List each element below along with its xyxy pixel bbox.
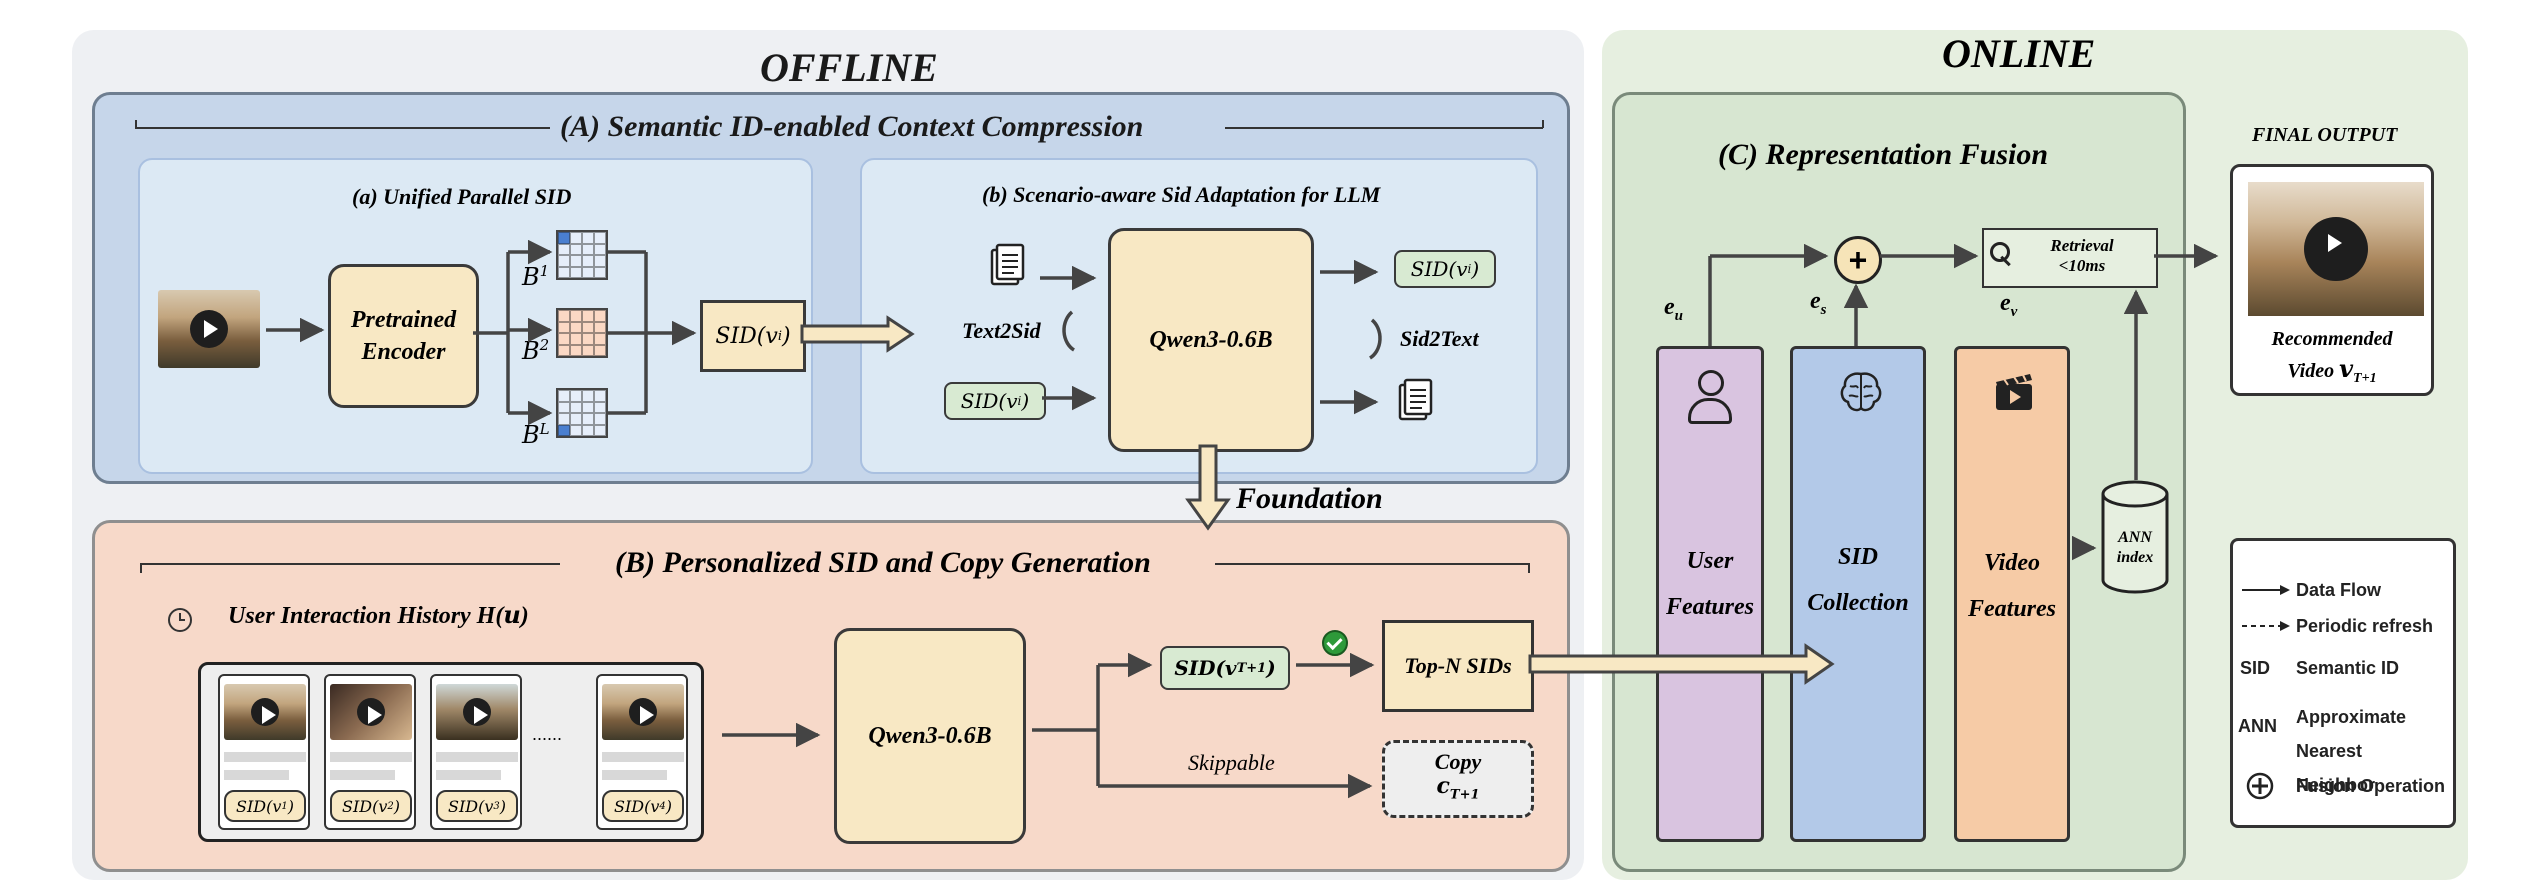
foundation-label: Foundation xyxy=(1236,482,1383,515)
legend-ann-symbol: ANN xyxy=(2238,716,2277,736)
legend-data-flow: Data Flow xyxy=(2296,580,2382,600)
sub-a-title: (a) Unified Parallel SID xyxy=(352,184,572,209)
placeholder-line xyxy=(602,752,684,762)
input-video-thumbnail xyxy=(158,290,260,368)
fusion-plus-icon: + xyxy=(1834,236,1882,284)
video-features-label: Video Features xyxy=(1967,550,2056,622)
legend-periodic-refresh: Periodic refresh xyxy=(2296,616,2434,636)
legend-sid-symbol: SID xyxy=(2240,658,2271,678)
section-a-rule-right xyxy=(1225,127,1543,129)
legend-semantic-id: Semantic ID xyxy=(2296,658,2400,678)
skippable-label: Skippable xyxy=(1188,750,1275,775)
section-b-rule-right-tick xyxy=(1528,563,1530,573)
qwen-model-box-b: Qwen3-0.6B xyxy=(834,628,1026,844)
video-clapper-icon xyxy=(1994,370,2034,412)
pretrained-encoder-box: Pretrained Encoder xyxy=(328,264,479,408)
placeholder-line xyxy=(224,752,306,762)
sub-b-title: (b) Scenario-aware Sid Adaptation for LL… xyxy=(982,182,1381,207)
legend-fusion: Fusion Operation xyxy=(2296,776,2446,796)
ann-index-label: ANN index xyxy=(2116,529,2154,566)
section-a-rule-left xyxy=(135,127,550,129)
history-ellipsis: ...... xyxy=(532,724,563,744)
history-thumbnail-3 xyxy=(436,684,518,740)
sid2text-label: Sid2Text xyxy=(1400,326,1479,351)
brain-icon xyxy=(1838,370,1884,414)
legend-ann: Approximate Nearest Neighbor xyxy=(2296,707,2407,795)
copy-box: Copy cT+1 xyxy=(1382,740,1534,818)
section-b-title: (B) Personalized SID and Copy Generation xyxy=(615,546,1151,579)
placeholder-line xyxy=(330,752,412,762)
placeholder-line xyxy=(436,770,501,780)
play-icon xyxy=(251,698,279,726)
qwen-model-box-a: Qwen3-0.6B xyxy=(1108,228,1314,452)
pretrained-encoder-label: Pretrained Encoder xyxy=(350,307,457,365)
retrieval-box xyxy=(1982,228,2158,288)
codebook-label-2: B2 xyxy=(522,336,550,365)
history-thumbnail-1 xyxy=(224,684,306,740)
section-a-rule-right-tick xyxy=(1542,120,1544,128)
final-output-title: FINAL OUTPUT xyxy=(2252,124,2398,146)
section-a-rule-left-tick xyxy=(135,120,137,128)
placeholder-line xyxy=(602,770,667,780)
codebook-label-1: B1 xyxy=(522,262,550,291)
play-icon xyxy=(357,698,385,726)
user-features-label: User Features xyxy=(1665,548,1754,620)
codebook-grid-2 xyxy=(556,308,608,358)
sid-collection-label: SID Collection xyxy=(1807,544,1909,616)
play-icon xyxy=(2304,217,2368,281)
play-icon xyxy=(190,310,228,348)
legend-symbols xyxy=(2242,585,2290,800)
e-v-label: ev xyxy=(2000,290,2018,320)
ann-index-cylinder xyxy=(2100,480,2170,596)
history-label: User Interaction History H(u) xyxy=(228,600,529,629)
text2sid-label: Text2Sid xyxy=(962,318,1041,343)
online-title: ONLINE xyxy=(1942,31,2096,76)
placeholder-line xyxy=(224,770,289,780)
final-output-caption: Recommended Video vT+1 xyxy=(2271,328,2393,386)
check-icon xyxy=(1322,630,1348,656)
history-thumbnail-4 xyxy=(602,684,684,740)
section-a-title: (A) Semantic ID-enabled Context Compress… xyxy=(560,110,1144,143)
qwen-model-label-b: Qwen3-0.6B xyxy=(868,722,992,749)
topn-sids-box: Top-N SIDs xyxy=(1382,620,1534,712)
video-features-column xyxy=(1954,346,2070,842)
play-icon xyxy=(629,698,657,726)
placeholder-line xyxy=(436,752,518,762)
clock-icon xyxy=(168,608,192,632)
sid-collection-column xyxy=(1790,346,1926,842)
section-b-rule-left xyxy=(140,563,560,565)
history-thumbnail-2 xyxy=(330,684,412,740)
play-icon xyxy=(463,698,491,726)
user-icon xyxy=(1688,370,1732,426)
offline-title: OFFLINE xyxy=(760,45,938,90)
recommended-video-thumbnail xyxy=(2248,182,2424,316)
placeholder-line xyxy=(330,770,395,780)
qwen-model-label-a: Qwen3-0.6B xyxy=(1149,326,1273,353)
retrieval-label: Retrieval <10ms xyxy=(2050,236,2114,275)
section-b-rule-right xyxy=(1215,563,1530,565)
e-u-label: eu xyxy=(1664,294,1683,324)
section-c-title: (C) Representation Fusion xyxy=(1718,138,2049,171)
codebook-grid-1 xyxy=(556,230,608,280)
legend-box xyxy=(2230,538,2456,828)
e-s-label: es xyxy=(1810,288,1827,318)
user-features-column xyxy=(1656,346,1764,842)
search-icon xyxy=(1988,240,2014,270)
section-b-rule-left-tick xyxy=(140,563,142,573)
codebook-grid-L xyxy=(556,388,608,438)
codebook-label-L: BL xyxy=(522,420,550,449)
